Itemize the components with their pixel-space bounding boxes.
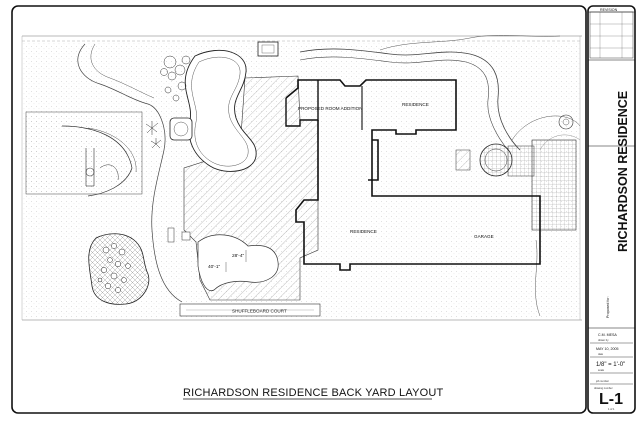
label-shuffleboard-court: SHUFFLEBOARD COURT bbox=[232, 309, 287, 314]
revision-table bbox=[589, 11, 634, 59]
revision-header: REVISION bbox=[600, 8, 618, 12]
dimension-2: 40'-1" bbox=[208, 264, 221, 270]
label-residence-lower: RESIDENCE bbox=[350, 229, 377, 234]
walkway-top bbox=[299, 48, 521, 151]
driveway-edge bbox=[535, 239, 541, 317]
boulders bbox=[97, 243, 131, 293]
drawing-title: RICHARDSON RESIDENCE BACK YARD LAYOUT bbox=[183, 387, 444, 399]
label-proposed-room-addition: PROPOSED ROOM ADDITION bbox=[298, 106, 363, 111]
project-name: RICHARDSON RESIDENCE bbox=[616, 91, 630, 252]
basketball-court bbox=[25, 111, 143, 197]
bench bbox=[167, 227, 175, 243]
pool-coping bbox=[191, 56, 249, 167]
job-number-label: job number bbox=[595, 379, 609, 383]
right-arc bbox=[511, 115, 581, 141]
tree-right-inner bbox=[562, 118, 570, 126]
scale-value: 1/8" = 1'-0" bbox=[596, 362, 625, 368]
title-block-frame bbox=[587, 5, 636, 414]
label-residence-upper: RESIDENCE bbox=[402, 102, 429, 107]
entry-step bbox=[455, 149, 471, 171]
palm-trees bbox=[145, 121, 162, 149]
lawn-edge bbox=[197, 234, 279, 292]
title-block: REVISION RICHARDSON RESIDENCE Proposed f… bbox=[587, 5, 636, 414]
room-addition-outline bbox=[285, 80, 319, 127]
equipment-pad-inner bbox=[261, 44, 275, 54]
tree-right bbox=[558, 114, 574, 130]
scale-label: scale bbox=[598, 368, 605, 372]
walkway-top-inner bbox=[299, 56, 509, 151]
site-plan: SHUFFLEBOARD COURT PROPOSED ROOM ADDITIO… bbox=[21, 35, 582, 321]
plant-cluster-top bbox=[160, 55, 191, 102]
garden-bed-left-inner bbox=[90, 43, 155, 99]
sheet-number-label: drawing number bbox=[594, 386, 613, 390]
spa bbox=[169, 117, 193, 141]
fountain-inner bbox=[484, 148, 508, 172]
label-garage: GARAGE bbox=[474, 234, 494, 239]
dimension-1: 28'-4" bbox=[232, 253, 245, 259]
house-upper bbox=[285, 79, 457, 181]
sheet-border bbox=[11, 5, 587, 414]
equipment-pad bbox=[257, 41, 279, 57]
bench-2 bbox=[181, 231, 191, 241]
date-value: MAY 10, 2005 bbox=[596, 347, 618, 351]
date-label: date bbox=[598, 352, 604, 356]
proposed-for-label: Proposed for: bbox=[606, 296, 610, 318]
drawn-by-value: C.M. MESA bbox=[598, 333, 617, 337]
house-lower bbox=[295, 120, 541, 271]
paved-entry-grid bbox=[531, 139, 577, 231]
spa-inner bbox=[173, 121, 189, 137]
fountain bbox=[479, 143, 513, 177]
garden-bed-left-top bbox=[77, 43, 183, 303]
sheet-of: 1 of 1 bbox=[608, 407, 615, 411]
drawn-by-label: drawn by bbox=[598, 338, 609, 342]
sheet-number: L-1 bbox=[599, 391, 623, 408]
garden-edge-top bbox=[379, 35, 561, 51]
